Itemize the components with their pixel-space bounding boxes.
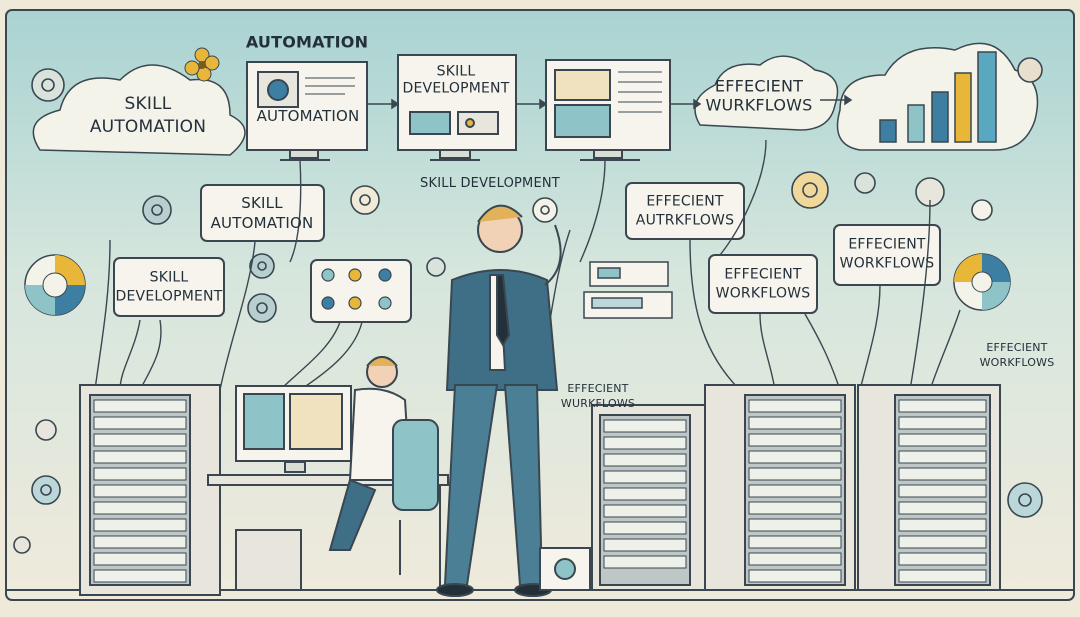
rack-slot bbox=[93, 467, 187, 481]
rack-slot bbox=[603, 487, 687, 501]
box-skill-automation-line2: AUTOMATION bbox=[210, 214, 314, 233]
rack-slot bbox=[898, 535, 987, 549]
rack-slot bbox=[603, 470, 687, 484]
rack-slot bbox=[603, 436, 687, 450]
monitor-3 bbox=[545, 59, 671, 161]
box-skill-automation-line1: SKILL bbox=[241, 194, 283, 213]
cloud-center-line2: WURKFLOWS bbox=[705, 95, 813, 115]
rack-slot bbox=[603, 538, 687, 552]
cloud-left-line1: SKILL bbox=[124, 94, 172, 115]
rack-slot bbox=[898, 399, 987, 413]
rack-slot bbox=[93, 535, 187, 549]
pie-chart-left bbox=[24, 254, 86, 316]
right-float-line2: WORKFLOWS bbox=[979, 356, 1055, 370]
rack-slot bbox=[93, 552, 187, 566]
rack-slot bbox=[748, 433, 842, 447]
rack-slot bbox=[898, 450, 987, 464]
rack-slot bbox=[898, 484, 987, 498]
rack-slot bbox=[93, 518, 187, 532]
rack-slot bbox=[603, 555, 687, 569]
rack-label-line1: EFFECIENT bbox=[567, 382, 629, 396]
rack-slot bbox=[898, 501, 987, 515]
label-automation-top: AUTOMATION bbox=[245, 32, 369, 52]
rack-slot bbox=[748, 416, 842, 430]
box-effecient-3-line2: WORKFLOWS bbox=[839, 255, 935, 272]
monitor2-line2: DEVELOPMENT bbox=[402, 80, 510, 97]
rack-slot bbox=[898, 433, 987, 447]
cloud-center-line1: EFFECIENT bbox=[714, 76, 804, 96]
box-effecient-2-line1: EFFECIENT bbox=[724, 266, 802, 283]
monitor-2 bbox=[397, 54, 517, 161]
rack-slot bbox=[93, 416, 187, 430]
rack-slot bbox=[603, 504, 687, 518]
rack-slot bbox=[898, 518, 987, 532]
rack-slot bbox=[748, 467, 842, 481]
rack-slot bbox=[93, 569, 187, 583]
monitor2-line1: SKILL bbox=[436, 63, 476, 80]
flower-icon bbox=[184, 47, 220, 82]
rack-slot bbox=[748, 535, 842, 549]
rack-slot bbox=[898, 552, 987, 566]
rack-slot bbox=[748, 552, 842, 566]
standing-man bbox=[436, 204, 562, 597]
monitor1-caption: AUTOMATION bbox=[256, 107, 360, 126]
box-skill-development-line2: DEVELOPMENT bbox=[115, 288, 223, 305]
box-effecient-1-line2: AUTRKFLOWS bbox=[635, 212, 735, 229]
rack-slot bbox=[748, 569, 842, 583]
rack-slot bbox=[93, 484, 187, 498]
skill-development-float: SKILL DEVELOPMENT bbox=[420, 176, 560, 192]
rack-slot bbox=[748, 484, 842, 498]
box-effecient-1-line1: EFFECIENT bbox=[646, 193, 724, 210]
box-effecient-2-line2: WORKFLOWS bbox=[715, 285, 811, 302]
rack-slot bbox=[748, 450, 842, 464]
rack-slot bbox=[898, 416, 987, 430]
floor-device bbox=[539, 547, 591, 591]
dashboard-icons bbox=[321, 268, 392, 310]
bar-chart-icon bbox=[879, 51, 997, 143]
desk-workstation bbox=[207, 385, 449, 591]
rack-slot bbox=[898, 467, 987, 481]
right-float-line1: EFFECIENT bbox=[986, 341, 1048, 355]
pie-chart-right bbox=[953, 253, 1011, 311]
rack-slot bbox=[603, 453, 687, 467]
rack-slots bbox=[93, 399, 987, 583]
flow-arrows bbox=[368, 94, 853, 110]
rack-slot bbox=[748, 518, 842, 532]
rack-slot bbox=[93, 399, 187, 413]
gear-icons bbox=[13, 57, 1043, 554]
rack-slot bbox=[603, 419, 687, 433]
rack-slot bbox=[93, 450, 187, 464]
box-effecient-3-line1: EFFECIENT bbox=[848, 236, 926, 253]
monitor-1 bbox=[246, 61, 368, 161]
rack-label-line2: WURKFLOWS bbox=[560, 397, 636, 411]
box-skill-development-line1: SKILL bbox=[149, 269, 189, 286]
seated-worker bbox=[328, 356, 439, 575]
rack-slot bbox=[748, 501, 842, 515]
cloud-left-line2: AUTOMATION bbox=[89, 117, 207, 138]
rack-slot bbox=[93, 433, 187, 447]
rack-slot bbox=[93, 501, 187, 515]
rack-slot bbox=[898, 569, 987, 583]
floating-panels bbox=[583, 261, 673, 319]
rack-slot bbox=[603, 521, 687, 535]
label-boxes bbox=[113, 182, 941, 323]
rack-slot bbox=[748, 399, 842, 413]
